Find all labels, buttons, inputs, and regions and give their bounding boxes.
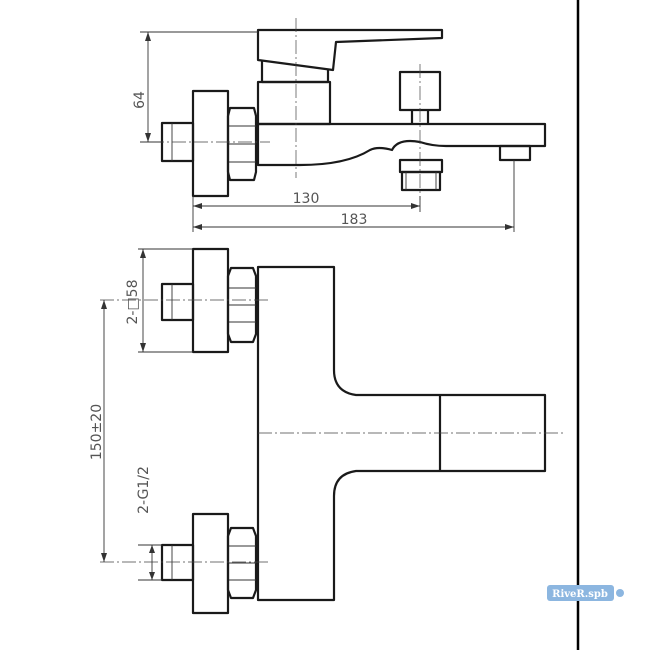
dim-thread-label: 2-G1/2 [136,466,152,514]
lower-inlet-pipe [160,543,195,582]
aerator [498,144,532,162]
upper-flange [191,247,230,354]
body-spout [256,122,547,167]
side-view [150,18,547,200]
lower-flange [191,512,230,615]
dim-length-short-label: 130 [293,191,320,207]
cartridge-body [256,80,332,126]
handle-neck [260,60,330,84]
hose-outlet [398,158,444,174]
dim-length-long-label: 183 [341,212,368,228]
upper-inlet-pipe [160,282,195,322]
wall-flange [191,89,230,198]
handle-lever [256,28,444,72]
dim-square-label: 2-□58 [125,279,141,324]
front-view-dimensions: 2-□58 150±20 2-G1/2 [89,248,193,581]
watermark-text: RiveR.spb [552,589,608,600]
watermark: RiveR.spb [547,585,624,601]
dim-height-label: 64 [132,91,148,109]
front-view [100,247,565,615]
front-body [256,265,547,602]
dim-spacing-label: 150±20 [89,404,105,460]
watermark-dot-icon [616,589,624,597]
side-view-dimensions: 64 130 183 [132,31,515,232]
